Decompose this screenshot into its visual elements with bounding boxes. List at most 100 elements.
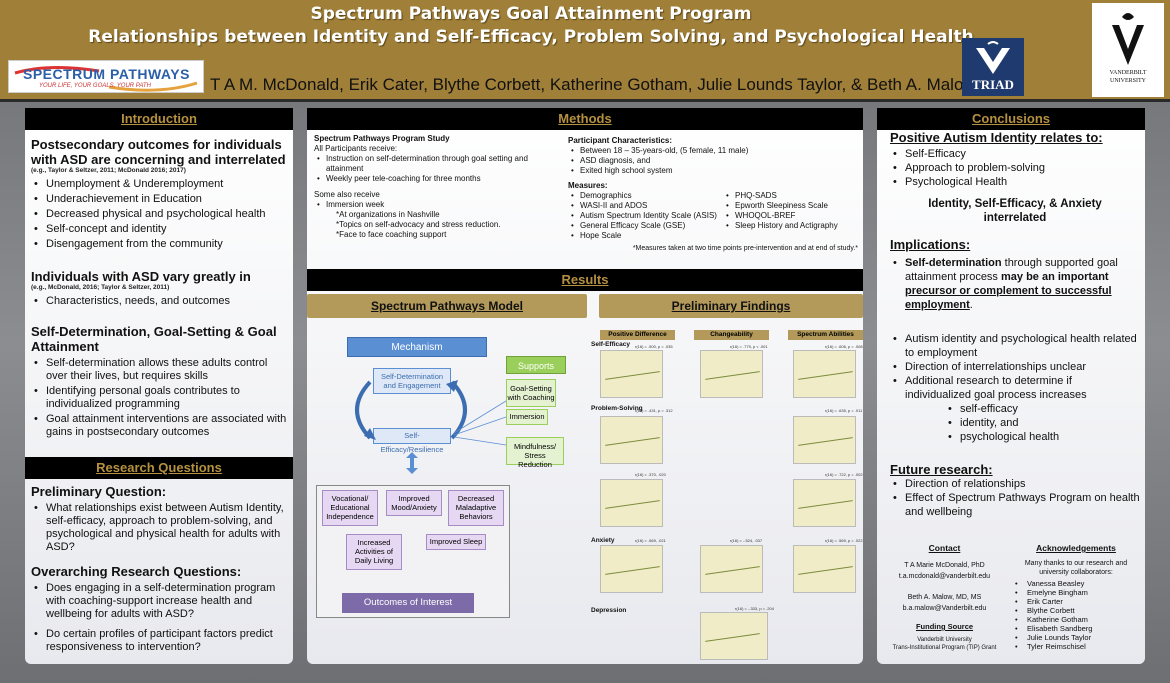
poster-title: Spectrum Pathways Goal Attainment Progra… (310, 4, 752, 24)
col-head-changeability: Changeability (694, 330, 769, 340)
list-item: Demographics (568, 191, 723, 201)
list-item: PHQ-SADS (723, 191, 858, 201)
introduction-heading: Introduction (25, 108, 293, 130)
stat-label: r(16) = .779, p < .001 (730, 344, 768, 349)
list-item: Additional research to determine if indi… (890, 374, 1140, 402)
outcome-daily-living: Increased Activities of Daily Living (346, 534, 402, 570)
list-item: Identifying personal goals contributes t… (31, 385, 289, 411)
model-title: Spectrum Pathways Model (307, 294, 587, 318)
row-label-problem-solving: Problem-Solving (591, 405, 643, 412)
outcome-mood: Improved Mood/Anxiety (386, 490, 442, 516)
list-item: Instruction on self-determination throug… (314, 154, 559, 174)
list-item: Disengagement from the community (31, 238, 289, 251)
list-item: Self-concept and identity (31, 223, 289, 236)
stat-label: r(16) = .370, .020 (635, 472, 666, 477)
stat-label: r(16) = .431, p = .312 (635, 408, 673, 413)
support-mindfulness: Mindfulness/ Stress Reduction (506, 437, 564, 469)
list-item: Erik Carter (1012, 597, 1140, 606)
list-item: Weekly peer tele-coaching for three mont… (314, 174, 559, 184)
spectrum-pathways-logo: SPECTRUM PATHWAYS YOUR LIFE, YOUR GOALS,… (8, 60, 204, 93)
list-item: Goal attainment interventions are associ… (31, 413, 289, 439)
methods-participants: Participant Characteristics: Between 18 … (568, 136, 858, 254)
list-item: WASI-II and ADOS (568, 201, 723, 211)
support-goal-setting: Goal-Setting with Coaching (506, 379, 556, 407)
list-item: Elisabeth Sandberg (1012, 624, 1140, 633)
introduction-body: Postsecondary outcomes for individuals w… (31, 137, 289, 439)
list-item: Unemployment & Underemployment (31, 178, 289, 191)
scatter-plot (793, 350, 856, 398)
row-label-depression: Depression (591, 607, 627, 614)
list-item: Katherine Gotham (1012, 615, 1140, 624)
row-label-self-efficacy: Self-Efficacy (591, 341, 631, 348)
acknowledgements-section: Acknowledgements Many thanks to our rese… (1012, 543, 1140, 651)
support-immersion: Immersion (506, 409, 548, 425)
list-item: Autism identity and psychological health… (890, 332, 1140, 360)
list-item: Decreased physical and psychological hea… (31, 208, 289, 221)
list-item: WHOQOL-BREF (723, 211, 858, 221)
poster-subtitle: Relationships between Identity and Self-… (88, 27, 974, 47)
conclusions-body: Positive Autism Identity relates to: Sel… (890, 130, 1140, 519)
stat-label: r(16) = .722, p = .002 (825, 472, 863, 477)
stat-label: r(16) = -.524, .037 (730, 538, 763, 543)
stat-label: r(16) = .569, .021 (635, 538, 666, 543)
scatter-plot (600, 416, 663, 464)
authors: T A M. McDonald, Erik Cater, Blythe Corb… (210, 75, 976, 94)
outcome-sleep: Improved Sleep (426, 534, 486, 550)
scatter-plot (793, 479, 856, 527)
list-item: Epworth Sleepiness Scale (723, 201, 858, 211)
list-item: ASD diagnosis, and (568, 156, 858, 166)
outcome-behaviors: Decreased Maladaptive Behaviors (448, 490, 504, 526)
list-item: Underachievement in Education (31, 193, 289, 206)
research-questions-heading: Research Questions (25, 457, 293, 479)
self-determination-box: Self-Determination and Engagement (373, 368, 451, 394)
list-item: Emelyne Bingham (1012, 588, 1140, 597)
methods-study: Spectrum Pathways Program Study All Part… (314, 134, 559, 240)
list-item: Tyler Reimschisel (1012, 642, 1140, 651)
list-item: Psychological Health (890, 175, 1140, 189)
header-divider (0, 99, 1170, 102)
results-heading: Results (307, 269, 863, 291)
conclusions-heading: Conclusions (877, 108, 1145, 130)
outcome-vocational: Vocational/ Educational Independence (322, 490, 378, 526)
mechanism-box: Mechanism (347, 337, 487, 357)
list-item: Autism Spectrum Identity Scale (ASIS) (568, 211, 723, 221)
row-label-anxiety: Anxiety (591, 537, 615, 544)
list-item: Self-determination allows these adults c… (31, 357, 289, 383)
stat-label: r(16) = .569, p = .022 (825, 538, 863, 543)
contact-section: Contact T A Marie McDonald, PhD t.a.mcdo… (892, 543, 997, 651)
list-item: Does engaging in a self-determination pr… (31, 582, 289, 621)
list-item: Direction of relationships (890, 477, 1140, 491)
implication-item: Self-determination through supported goa… (890, 256, 1140, 312)
supports-box: Supports (506, 356, 566, 374)
list-item: Effect of Spectrum Pathways Program on h… (890, 491, 1140, 519)
list-item: identity, and (945, 416, 1140, 430)
list-item: Self-Efficacy (890, 147, 1140, 161)
col-head-positive: Positive Difference (600, 330, 675, 340)
stat-label: r(16) = .635, p = .011 (825, 408, 863, 413)
list-item: Between 18 – 35-years-old, (5 female, 11… (568, 146, 858, 156)
list-item: Hope Scale (568, 231, 723, 241)
scatter-plot (793, 416, 856, 464)
scatter-plot (793, 545, 856, 593)
findings-title: Preliminary Findings (599, 294, 863, 318)
col-head-spectrum: Spectrum Abilities (788, 330, 863, 340)
scatter-plot (600, 479, 663, 527)
list-item: self-efficacy (945, 402, 1140, 416)
list-item: Sleep History and Actigraphy (723, 221, 858, 231)
list-item: Characteristics, needs, and outcomes (31, 295, 289, 308)
scatter-plot (700, 545, 763, 593)
double-arrow (406, 452, 418, 474)
outcomes-label: Outcomes of Interest (342, 593, 474, 613)
scatter-plot (700, 612, 768, 660)
stat-label: r(16) = .500, p = .035 (635, 344, 673, 349)
stat-label: r(16) = .606, p = .008 (825, 344, 863, 349)
list-item: General Efficacy Scale (GSE) (568, 221, 723, 231)
methods-heading: Methods (307, 108, 863, 130)
triad-logo: TRIAD (962, 38, 1024, 96)
list-item: Direction of interrelationships unclear (890, 360, 1140, 374)
scatter-plot (600, 545, 663, 593)
support-arrows (453, 400, 507, 446)
list-item: Exited high school system (568, 166, 858, 176)
list-item: What relationships exist between Autism … (31, 502, 289, 554)
scatter-plot (600, 350, 663, 398)
